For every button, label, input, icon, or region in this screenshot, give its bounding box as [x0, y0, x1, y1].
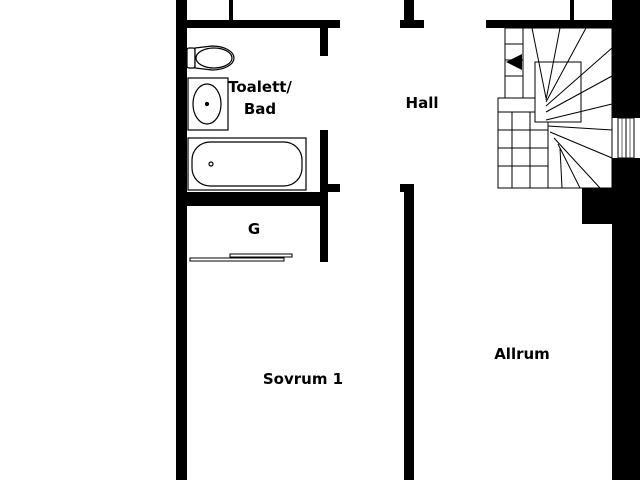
- room-label-bedroom-text: Sovrum 1: [262, 370, 344, 388]
- wall-right-exterior: [612, 0, 640, 118]
- sink-icon: [187, 77, 229, 131]
- room-label-closet: G: [234, 218, 274, 240]
- room-label-hall-text: Hall: [405, 94, 439, 112]
- wall-top-right: [486, 20, 616, 28]
- wall-top-left-stub: [229, 0, 233, 22]
- room-label-bedroom: Sovrum 1: [250, 368, 356, 390]
- stair-wall-block: [582, 188, 616, 224]
- stair-direction-arrow-icon: [506, 54, 522, 70]
- window-right: [617, 117, 635, 159]
- staircase: [497, 27, 613, 189]
- wall-bathroom-right-lower: [320, 130, 328, 192]
- wall-hall-living-nub: [400, 184, 414, 192]
- wall-top-middle-jamb: [404, 0, 414, 24]
- wall-top-left: [176, 20, 340, 28]
- wall-top-right-stub: [570, 0, 574, 22]
- wall-bathroom-right-nub: [328, 184, 340, 192]
- wall-bathroom-right-upper: [320, 28, 328, 56]
- room-label-hall: Hall: [392, 92, 452, 114]
- room-label-bathroom-line1: Toalett/: [228, 78, 292, 96]
- walls: [176, 0, 640, 480]
- wall-closet-right: [320, 206, 328, 262]
- wall-hall-living-divider: [404, 184, 414, 480]
- room-label-living: Allrum: [482, 343, 562, 365]
- room-label-closet-text: G: [247, 220, 261, 238]
- toilet-icon: [186, 45, 235, 71]
- room-label-bathroom: Toalett/ Bad: [222, 76, 298, 120]
- stair-treads: [531, 27, 613, 189]
- wall-right-lower-column: [612, 225, 618, 480]
- wall-bathroom-bottom: [176, 192, 328, 206]
- room-label-bathroom-line2: Bad: [243, 100, 277, 118]
- sliding-door-closet: [189, 253, 293, 262]
- wall-left-exterior: [176, 0, 187, 480]
- room-label-living-text: Allrum: [494, 345, 550, 363]
- bathtub-icon: [187, 137, 307, 191]
